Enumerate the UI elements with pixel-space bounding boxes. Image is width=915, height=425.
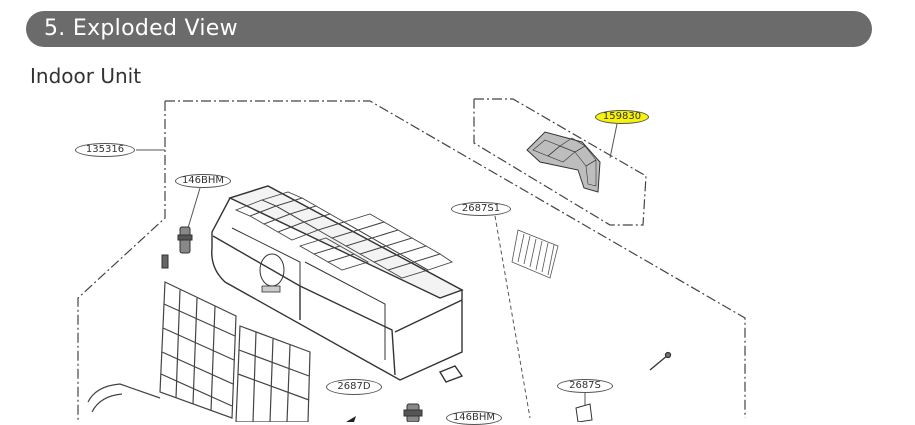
front-panel-edge xyxy=(87,383,161,413)
part-label-146BHM-bottom: 146BHM xyxy=(446,411,502,425)
screw xyxy=(649,351,672,371)
subtitle-indoor-unit: Indoor Unit xyxy=(30,64,142,88)
section-header: 5. Exploded View xyxy=(26,11,872,47)
boundary-line xyxy=(165,100,746,418)
large-filter-right xyxy=(235,325,311,422)
side-bracket-top xyxy=(161,226,193,269)
filter-2687S1 xyxy=(511,229,559,279)
large-filter-left xyxy=(159,281,237,419)
section-title: 5. Exploded View xyxy=(44,16,238,41)
part-label-146BHM-top: 146BHM xyxy=(175,174,231,188)
small-filter xyxy=(526,131,601,193)
part-label-159830: 159830 xyxy=(595,110,649,124)
part-label-2687S: 2687S xyxy=(557,379,613,393)
boundary-line xyxy=(77,101,166,422)
unit-top-grill xyxy=(234,191,454,279)
part-2687S-shape xyxy=(575,403,593,422)
part-label-2687D: 2687D xyxy=(326,379,382,395)
part-2687D-shape xyxy=(346,416,356,422)
boundary-line xyxy=(473,98,647,226)
part-label-135316: 135316 xyxy=(75,143,135,157)
indoor-unit-body xyxy=(211,185,464,383)
side-bracket-bottom xyxy=(403,403,423,422)
part-label-2687S1: 2687S1 xyxy=(451,202,511,216)
